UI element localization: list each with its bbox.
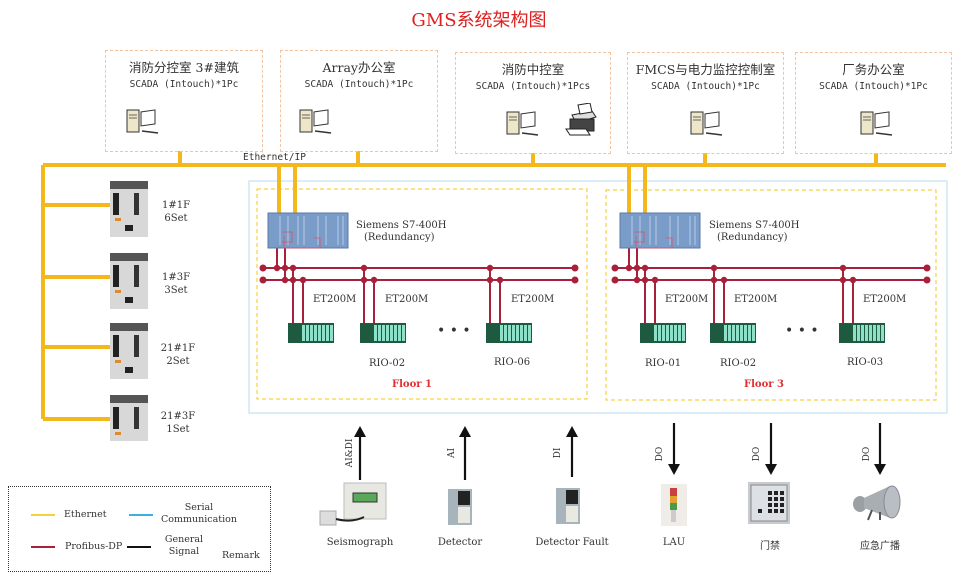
rio-name: RIO-03 (847, 357, 884, 368)
room-name: Array办公室 (322, 60, 396, 75)
plc-rack-floor-1 (267, 212, 349, 249)
et200m-module-icon (710, 323, 756, 343)
printer-icon (565, 103, 597, 136)
et200m-module-icon (640, 323, 686, 343)
room-facility-office: 厂务办公室 SCADA (Intouch)*1Pc (795, 52, 952, 154)
floor-1-border (256, 188, 588, 400)
computer-icon (126, 109, 159, 134)
ellipsis: • • • (437, 323, 471, 339)
et200m-module-icon (360, 323, 406, 343)
cabinet-icon (110, 253, 148, 309)
detector-fault-icon (556, 488, 580, 524)
access-control-keypad-icon (748, 482, 790, 524)
signal-label: AI (447, 447, 457, 459)
device-name: Seismograph (326, 537, 394, 548)
plc-name: Siemens S7-400H (709, 220, 800, 231)
room-fire-subcontrol: 消防分控室 3#建筑 SCADA (Intouch)*1Pc (105, 50, 263, 152)
rio-module-label: ET200M (665, 294, 709, 305)
computer-icon (690, 111, 723, 136)
rio-name: RIO-02 (369, 358, 406, 369)
room-scada: SCADA (Intouch)*1Pc (819, 81, 928, 92)
rio-name: RIO-02 (720, 358, 757, 369)
general-signal-arrows (354, 423, 886, 480)
signal-label: DO (752, 446, 762, 462)
device-name: 应急广播 (860, 541, 900, 552)
control-zone-border (248, 180, 948, 414)
room-scada: SCADA (Intouch)*1Pcs (475, 81, 591, 92)
et200m-module-icon (839, 323, 885, 343)
signal-label: DO (862, 446, 872, 462)
rio-module-label: ET200M (734, 294, 778, 305)
seismograph-icon (319, 482, 387, 526)
rio-name: RIO-06 (494, 357, 531, 368)
room-name: FMCS与电力监控控制室 (635, 62, 776, 77)
room-scada: SCADA (Intouch)*1Pc (304, 79, 414, 90)
plc-rack-floor-3 (619, 212, 701, 249)
floor-label: Floor 3 (744, 379, 784, 390)
signal-label: DI (553, 447, 563, 459)
et200m-modules (288, 323, 885, 343)
gas-detector-icon (448, 489, 472, 525)
room-scada: SCADA (Intouch)*1Pc (129, 79, 239, 90)
rio-module-label: ET200M (313, 294, 357, 305)
profibus-floor-1 (259, 247, 579, 325)
device-name: Detector Fault (535, 537, 609, 548)
profibus-floor-3 (611, 247, 931, 325)
plc-note: (Redundancy) (717, 232, 788, 243)
computer-icon (299, 109, 332, 134)
plc-note: (Redundancy) (364, 232, 435, 243)
signal-label: AI&DI (345, 438, 355, 468)
rio-module-label: ET200M (863, 294, 907, 305)
floor-label: Floor 1 (392, 379, 432, 390)
emergency-loudspeaker-icon (853, 485, 901, 521)
rio-module-label: ET200M (385, 294, 429, 305)
legend-profibus-label: Profibus-DP (65, 541, 123, 552)
room-name: 消防分控室 3#建筑 (129, 60, 239, 75)
ethernet-bus (41, 151, 946, 421)
device-name: 门禁 (760, 541, 780, 552)
cabinet-icon (110, 181, 148, 237)
legend-remark-label: Remark (222, 550, 260, 561)
cabinet-icon (110, 323, 148, 379)
legend-swatches (31, 514, 153, 548)
ethernet-ip-label: Ethernet/IP (243, 152, 306, 163)
device-name: Detector (437, 537, 483, 548)
et200m-module-icon (288, 323, 334, 343)
ellipsis: • • • (785, 323, 819, 339)
signal-label: DO (655, 446, 665, 462)
rio-name: RIO-01 (645, 358, 682, 369)
room-array-office: Array办公室 SCADA (Intouch)*1Pc (280, 50, 438, 152)
et200m-module-icon (486, 323, 532, 343)
plc-name: Siemens S7-400H (356, 220, 447, 231)
floor-3-border (605, 189, 937, 401)
computer-icon (506, 111, 539, 136)
rio-module-label: ET200M (511, 294, 555, 305)
device-name: LAU (662, 537, 686, 548)
cabinet-icon (110, 395, 148, 441)
legend-ethernet-label: Ethernet (64, 509, 107, 520)
diagram-title: GMS系统架构图 (411, 10, 547, 31)
signal-tower-light-icon (661, 484, 687, 526)
room-scada: SCADA (Intouch)*1Pc (651, 81, 760, 92)
room-name: 消防中控室 (501, 62, 565, 77)
computer-icon (860, 111, 893, 136)
room-fire-central-control: 消防中控室 SCADA (Intouch)*1Pcs (455, 52, 611, 154)
room-fmcs-power-control: FMCS与电力监控控制室 SCADA (Intouch)*1Pc (627, 52, 784, 154)
room-name: 厂务办公室 (842, 62, 905, 77)
